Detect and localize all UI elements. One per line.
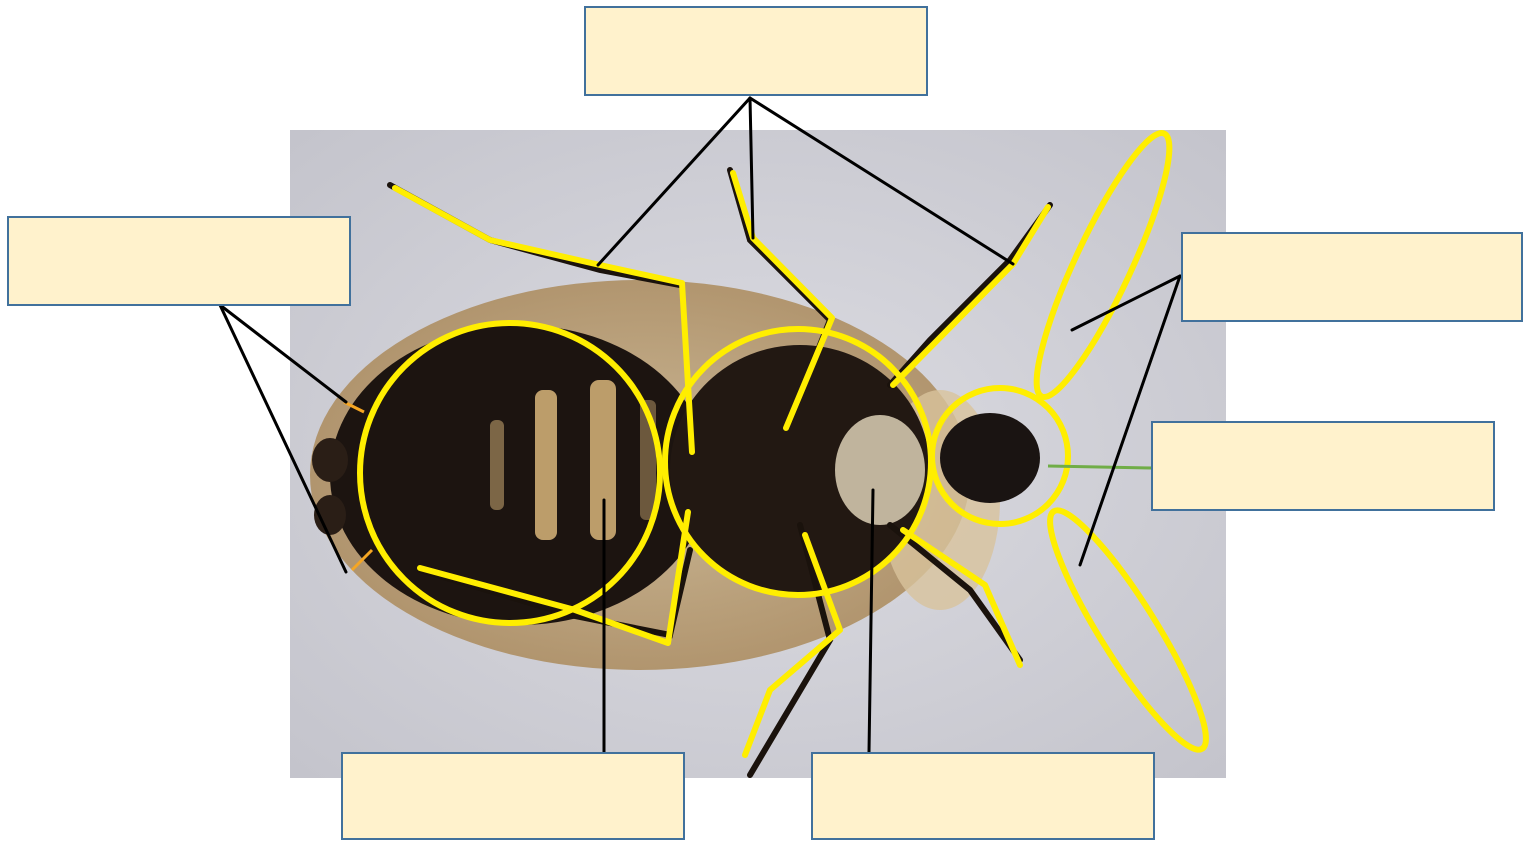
label-box-cerci[interactable] — [7, 216, 351, 306]
label-box-thorax[interactable] — [811, 752, 1155, 840]
cockroach-illustration — [290, 130, 1226, 778]
label-box-legs[interactable] — [584, 6, 928, 96]
label-box-abdomen[interactable] — [341, 752, 685, 840]
cockroach-photo — [290, 130, 1226, 778]
label-box-antennae[interactable] — [1181, 232, 1523, 322]
head-body — [940, 413, 1040, 503]
label-box-mouthparts[interactable] — [1151, 421, 1495, 511]
